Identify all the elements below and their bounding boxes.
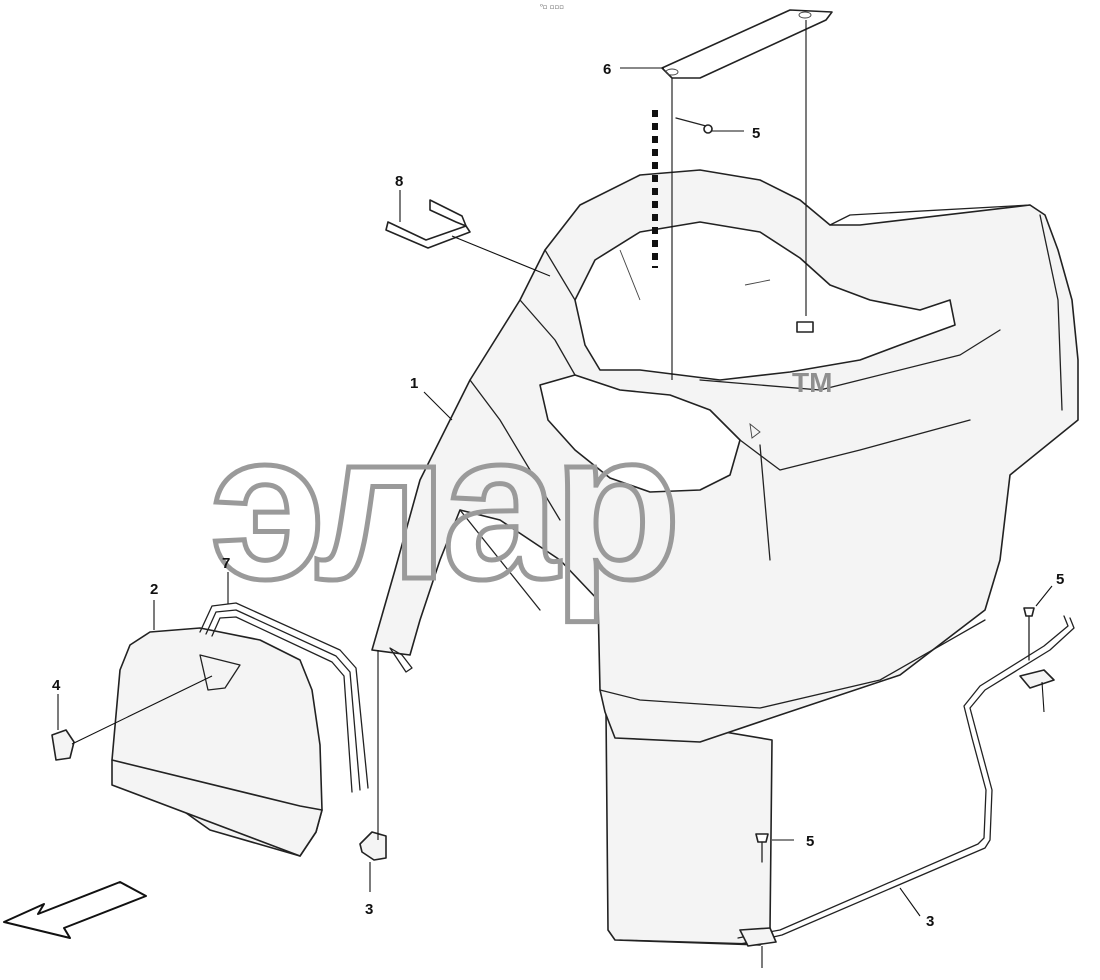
bolt-5-bottom xyxy=(755,833,769,863)
callout-7: 7 xyxy=(222,555,230,572)
callouts: 6 5 8 1 2 7 4 3 5 5 3 xyxy=(52,61,1064,930)
callout-1: 1 xyxy=(410,375,418,392)
leader-lines xyxy=(57,20,1053,968)
clip-part-4 xyxy=(51,729,75,761)
main-body-part xyxy=(371,169,1079,946)
watermark-tm: TM xyxy=(792,367,832,398)
callout-5-right: 5 xyxy=(1056,571,1064,588)
callout-5-bottom: 5 xyxy=(806,833,814,850)
seal-part-7 xyxy=(199,602,369,793)
header-mark: ⁰▫ ▫▫▫ xyxy=(540,3,564,11)
callout-2: 2 xyxy=(150,581,158,598)
bolt-5-right xyxy=(1023,607,1035,661)
callout-8: 8 xyxy=(395,173,403,190)
rod-part-3-right xyxy=(737,615,1075,947)
callout-3-right: 3 xyxy=(926,913,934,930)
callout-3-left: 3 xyxy=(365,901,373,918)
callout-4: 4 xyxy=(52,677,61,694)
hinge-part-3-left xyxy=(359,831,387,861)
cover-panel-part-2 xyxy=(111,627,323,857)
bracket-part-8 xyxy=(385,199,471,249)
callout-6: 6 xyxy=(603,61,611,78)
bolt-5-top xyxy=(675,117,713,134)
direction-arrow-icon xyxy=(3,881,147,939)
callout-5-top: 5 xyxy=(752,125,760,142)
watermark: элар TM xyxy=(208,367,833,626)
watermark-text: элар xyxy=(210,388,675,623)
